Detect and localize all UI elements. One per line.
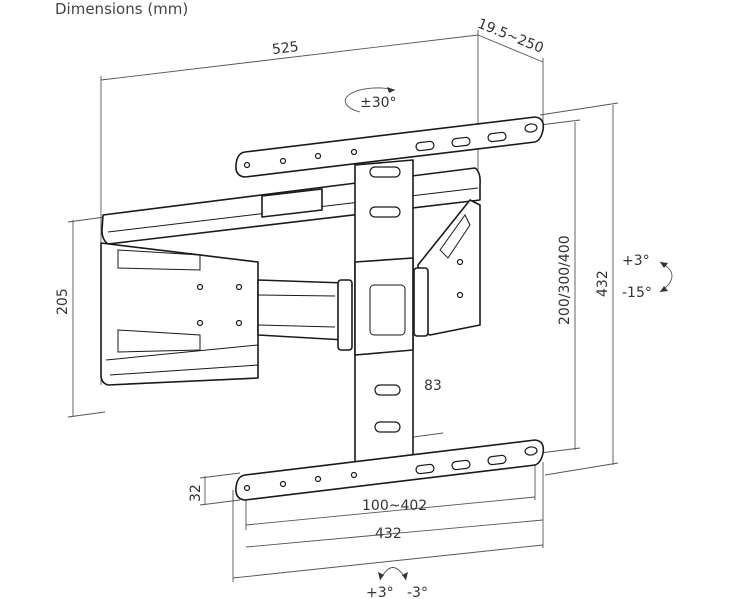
level-plus-label: +3° — [366, 585, 394, 599]
depth-label: 19.5~250 — [475, 16, 546, 57]
tilt-arrow-icon — [659, 261, 673, 293]
vesa-horizontal-label: 100~402 — [362, 498, 427, 514]
dimension-lines — [67, 30, 619, 582]
level-arrow-icon — [379, 567, 407, 581]
diagram-title: Dimensions (mm) — [55, 0, 188, 18]
arm-height-label: 205 — [55, 288, 71, 315]
tilt-up-label: +3° — [622, 253, 650, 269]
top-mounting-bar — [235, 116, 545, 178]
arm-assembly — [100, 167, 481, 386]
level-minus-label: -3° — [407, 585, 428, 599]
vertical-plate — [354, 159, 414, 463]
rotation-arrows — [344, 87, 673, 581]
tilt-down-label: -15° — [622, 285, 652, 301]
plate-width-label: 83 — [424, 378, 442, 394]
bottom-mounting-bar — [235, 439, 545, 501]
overall-width-label: 525 — [271, 39, 299, 58]
bar-height-label: 32 — [188, 484, 204, 502]
swivel-label: ±30° — [360, 95, 397, 111]
vesa-vertical-label: 200/300/400 — [557, 235, 573, 325]
bar-width-label: 432 — [375, 526, 402, 542]
overall-height-label: 432 — [595, 270, 611, 297]
swivel-arrow-icon — [344, 87, 396, 113]
